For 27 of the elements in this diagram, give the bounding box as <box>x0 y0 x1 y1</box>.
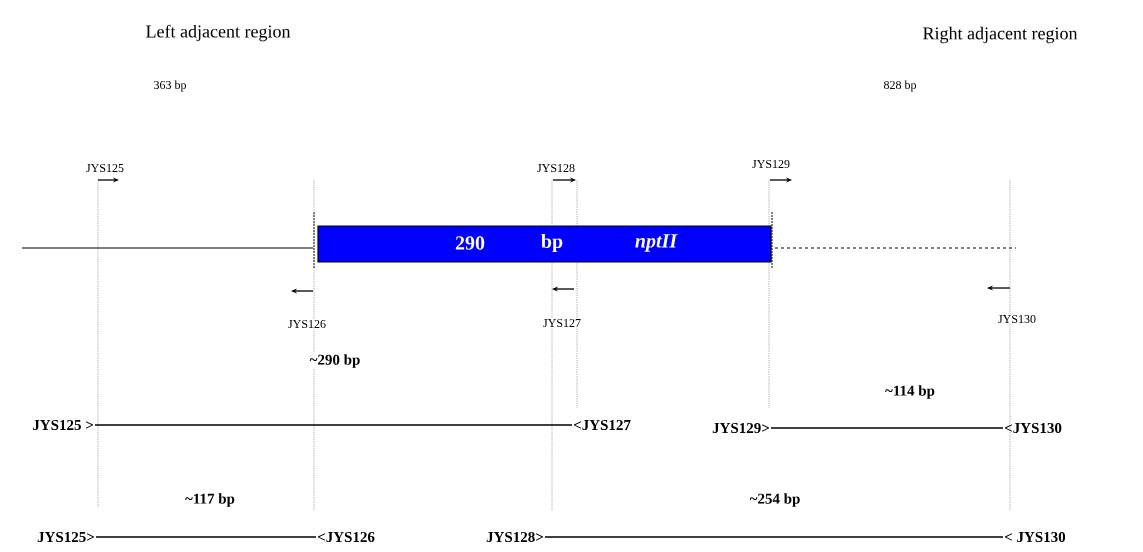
primer-name: JYS125 > <box>33 419 93 431</box>
region-label: Left adjacent region <box>144 23 292 43</box>
gene-box: 290 bp nptII <box>317 225 772 263</box>
primer-label: JYS126 <box>287 318 327 330</box>
primer-label: JYS130 <box>997 313 1037 325</box>
primer-name: JYS128> <box>486 531 543 543</box>
primer-name: <JYS126 <box>317 531 375 543</box>
primer-name: JYS129> <box>712 422 769 434</box>
primer-label: JYS128 <box>536 162 576 174</box>
primer-label: JYS125 <box>85 162 125 174</box>
amplicon-line <box>770 427 1004 429</box>
primer-label: JYS129 <box>751 158 791 170</box>
primer-name: <JYS130 <box>1004 422 1062 434</box>
edge-label: ~117 bp <box>184 492 236 508</box>
primer-name: < JYS130 <box>1004 531 1066 543</box>
edge-label: ~114 bp <box>884 384 936 400</box>
region-label: Right adjacent region <box>921 25 1079 45</box>
primer-name: <JYS127 <box>573 419 631 431</box>
length-label: 363 bp <box>152 79 188 93</box>
edge-label: ~290 bp <box>308 353 362 369</box>
amplicon-line <box>544 536 1004 538</box>
length-label: 828 bp <box>882 79 918 93</box>
amplicon-line <box>95 536 317 538</box>
primer-name: JYS125> <box>37 531 94 543</box>
edge-label: ~254 bp <box>748 492 802 508</box>
amplicon-line <box>94 424 573 426</box>
primer-label: JYS127 <box>542 317 582 329</box>
